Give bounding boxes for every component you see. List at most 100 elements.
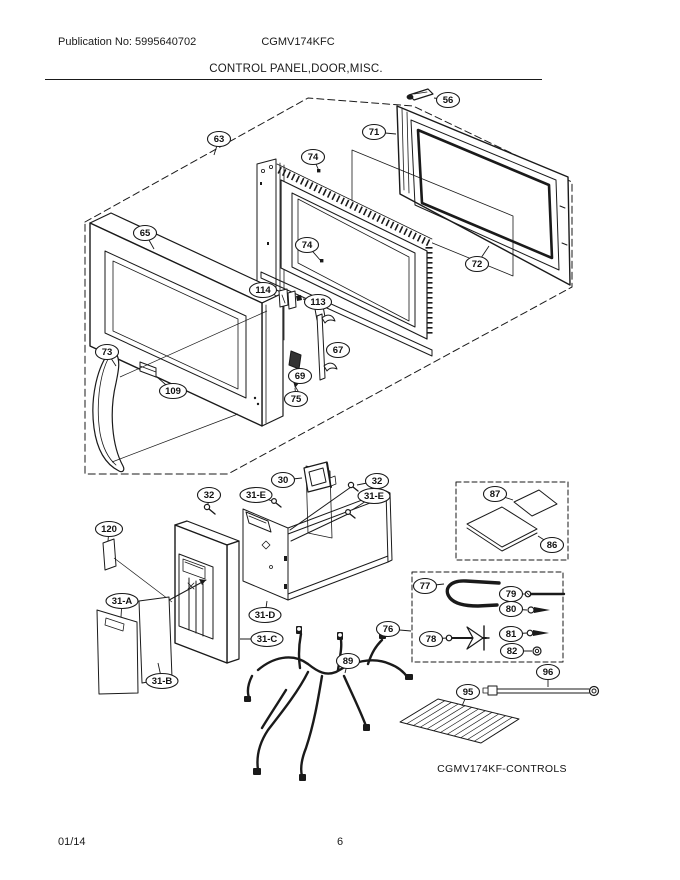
callout-120: 120 [94,520,124,542]
svg-text:80: 80 [506,604,517,615]
callout-31-E: 31-E [239,486,273,504]
callout-75: 75 [283,387,309,408]
header-rule [45,79,542,80]
callout-56: 56 [433,91,461,109]
svg-text:32: 32 [204,490,215,501]
svg-text:67: 67 [333,345,344,356]
svg-text:75: 75 [291,394,302,405]
screw-113 [296,295,302,301]
tube-77 [445,579,501,608]
footer-page-number: 6 [336,836,344,848]
callout-31-C: 31-C [240,630,284,648]
callout-31-A: 31-A [105,592,139,618]
label-sheet-120 [102,538,173,603]
svg-text:77: 77 [420,581,431,592]
mesh-screen [399,698,520,744]
callout-113: 113 [302,293,333,311]
door-window-outer [104,250,247,399]
callout-71: 71 [361,123,397,141]
callout-31-E: 31-E [351,487,391,511]
svg-text:31-C: 31-C [257,634,278,645]
svg-text:95: 95 [463,687,474,698]
svg-text:31-E: 31-E [364,491,384,502]
screw-81 [526,629,549,637]
svg-text:120: 120 [101,524,117,535]
svg-text:81: 81 [506,629,517,640]
choke-teeth-top [277,166,433,248]
svg-text:109: 109 [165,386,181,397]
svg-text:78: 78 [426,634,437,645]
door-handle [92,348,125,473]
door-glass-sheet [351,149,514,277]
projection-lines [111,310,268,463]
door-back-frame [396,105,571,286]
callout-79: 79 [498,585,525,603]
control-panel-31c [159,520,240,664]
svg-text:89: 89 [343,656,354,667]
footer-date: 01/14 [58,836,86,848]
callout-31-D: 31-D [248,600,282,624]
svg-text:79: 79 [506,589,517,600]
svg-text:69: 69 [295,371,306,382]
screws-32-31e [203,481,359,542]
svg-text:73: 73 [102,347,113,358]
panel-recess [178,553,214,640]
callout-89: 89 [335,652,361,674]
sheet-87 [513,489,558,517]
callout-72: 72 [464,245,490,273]
overlay-sheet-31a [96,609,139,695]
ground-cable [482,685,600,697]
screw-79 [524,590,566,598]
callout-73: 73 [94,343,120,367]
callout-96: 96 [535,663,561,687]
callout-86: 86 [537,535,565,554]
svg-text:114: 114 [255,285,271,296]
svg-text:74: 74 [308,152,319,163]
door-inner-assembly [256,158,433,357]
svg-text:87: 87 [490,489,501,500]
svg-text:76: 76 [383,624,394,635]
callout-30: 30 [270,471,303,489]
bolt-78 [445,625,490,651]
callout-81: 81 [498,625,528,643]
svg-text:31-E: 31-E [246,490,266,501]
wiring-harness [244,626,413,781]
svg-text:56: 56 [443,95,454,106]
wedge-69 [288,350,302,370]
model-number: CGMV174KFC [261,36,335,48]
latch-parts [278,288,302,310]
door-window-inner [112,260,239,390]
svg-text:63: 63 [214,134,225,145]
svg-text:96: 96 [543,667,554,678]
callout-95: 95 [455,683,481,707]
svg-text:65: 65 [140,228,151,239]
callout-31-B: 31-B [145,662,179,690]
svg-text:82: 82 [507,646,518,657]
callout-78: 78 [418,630,448,648]
callout-74: 74 [294,236,322,262]
svg-text:31-B: 31-B [152,676,173,687]
callout-32: 32 [196,486,222,505]
exploded-view-boundary [84,97,573,475]
callout-77: 77 [412,577,445,595]
nut-82 [532,646,542,656]
callout-82: 82 [499,642,532,660]
bracket-56 [406,88,434,101]
hardware-kit-box [411,571,566,663]
callout-32: 32 [356,472,390,490]
svg-text:74: 74 [302,240,313,251]
sheet-86 [466,506,538,548]
svg-text:71: 71 [369,127,380,138]
callout-74: 74 [300,148,326,172]
callout-63: 63 [206,130,232,156]
page-title: CONTROL PANEL,DOOR,MISC. [209,63,383,75]
svg-text:31-D: 31-D [255,610,276,621]
svg-text:30: 30 [278,475,289,486]
callout-67: 67 [325,341,351,359]
callout-80: 80 [498,600,528,618]
svg-text:113: 113 [310,297,325,308]
publication-number: Publication No: 5995640702 [58,36,197,48]
callout-69: 69 [287,367,313,385]
callout-109: 109 [156,376,188,400]
